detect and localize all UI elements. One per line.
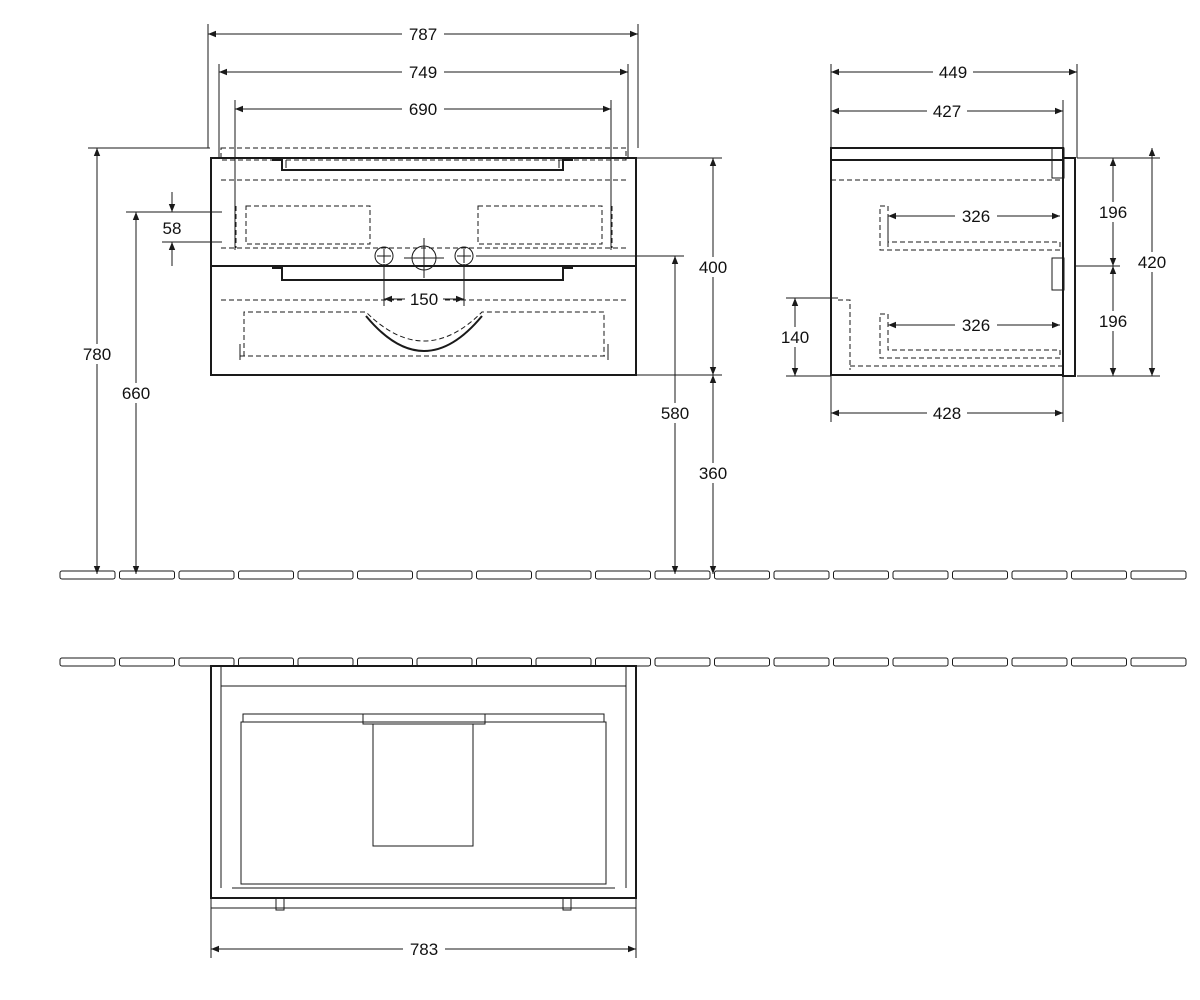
- dim-449: 449: [939, 63, 967, 82]
- tile-segment: [535, 570, 592, 580]
- tile-segment: [416, 570, 473, 580]
- tile-segment: [595, 657, 651, 667]
- tile-segment: [773, 657, 830, 667]
- dim-749: 749: [409, 63, 437, 82]
- side-front-panel: [1062, 157, 1076, 377]
- dim-326-lower: 326: [962, 316, 990, 335]
- tile-segment: [1011, 570, 1068, 580]
- dim-787: 787: [409, 25, 437, 44]
- dim-428: 428: [933, 404, 961, 423]
- dim-196-upper: 196: [1099, 203, 1127, 222]
- dim-58: 58: [163, 219, 182, 238]
- dim-196-lower: 196: [1099, 312, 1127, 331]
- tile-segment: [892, 657, 949, 667]
- dim-420: 420: [1138, 253, 1166, 272]
- dim-140: 140: [781, 328, 809, 347]
- plan-outline: [210, 665, 637, 899]
- dim-690: 690: [409, 100, 437, 119]
- tile-segment: [595, 570, 651, 580]
- tile-segment: [416, 657, 473, 667]
- tile-segment: [59, 657, 116, 667]
- tile-segment: [297, 657, 354, 667]
- tile-segment: [476, 657, 532, 667]
- tile-segment: [654, 657, 711, 667]
- tile-segment: [1130, 570, 1187, 580]
- tile-segment: [297, 570, 354, 580]
- tile-segment: [1071, 570, 1127, 580]
- front-view: [210, 147, 637, 376]
- plan-view: [210, 665, 637, 911]
- tile-segment: [833, 570, 889, 580]
- tile-segment: [119, 570, 175, 580]
- tile-segment: [952, 570, 1008, 580]
- tile-segment: [654, 570, 711, 580]
- dim-400: 400: [699, 258, 727, 277]
- tile-segment: [535, 657, 592, 667]
- side-view: [830, 147, 1076, 377]
- side-top: [830, 147, 1064, 161]
- dimension-labels: 787 749 690 780 660 58 150 400 580 360 4…: [78, 25, 1171, 959]
- tile-segment: [357, 657, 413, 667]
- tile-segment: [59, 570, 116, 580]
- tile-segment: [238, 570, 294, 580]
- floor-line: [59, 570, 1187, 580]
- tile-segment: [178, 657, 235, 667]
- tile-segment: [357, 570, 413, 580]
- tile-segment: [476, 570, 532, 580]
- dim-780: 780: [83, 345, 111, 364]
- tile-segment: [892, 570, 949, 580]
- tile-segment: [773, 570, 830, 580]
- tile-segment: [714, 657, 770, 667]
- tile-segment: [1071, 657, 1127, 667]
- dim-580: 580: [661, 404, 689, 423]
- dim-427: 427: [933, 102, 961, 121]
- tile-segment: [119, 657, 175, 667]
- wall-line: [59, 657, 1187, 667]
- tile-segment: [178, 570, 235, 580]
- tile-segment: [1130, 657, 1187, 667]
- tile-segment: [714, 570, 770, 580]
- tile-segment: [833, 657, 889, 667]
- tile-segment: [952, 657, 1008, 667]
- tile-segment: [1011, 657, 1068, 667]
- plan-drawer: [240, 721, 607, 885]
- dim-660: 660: [122, 384, 150, 403]
- dim-150: 150: [410, 290, 438, 309]
- dimension-lines: [88, 24, 1160, 958]
- dim-783: 783: [410, 940, 438, 959]
- dim-326-upper: 326: [962, 207, 990, 226]
- tile-segment: [238, 657, 294, 667]
- dim-360: 360: [699, 464, 727, 483]
- front-lower-drawer: [210, 265, 637, 376]
- side-body: [830, 159, 1064, 376]
